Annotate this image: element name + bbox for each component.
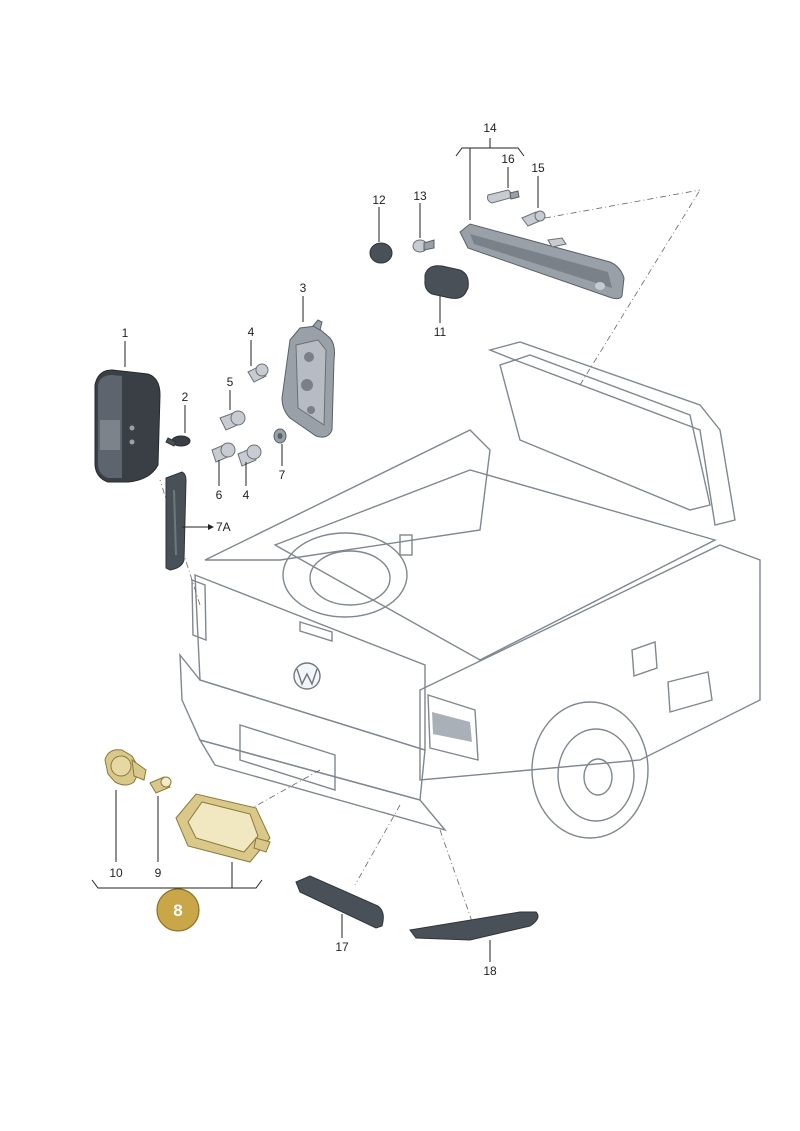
- part-4-bulb-bottom[interactable]: [237, 444, 262, 467]
- part-17-trim[interactable]: [295, 875, 384, 929]
- label-4-top: 4: [248, 325, 255, 339]
- label-13: 13: [413, 189, 427, 203]
- side-marker: [667, 671, 713, 713]
- label-2: 2: [182, 390, 189, 404]
- part-4-bulb-top[interactable]: [247, 363, 269, 383]
- label-7: 7: [279, 468, 286, 482]
- part-14-brake-light[interactable]: [459, 223, 625, 300]
- leader-lines: [91, 138, 539, 962]
- label-6: 6: [216, 488, 223, 502]
- part-1-tail-light[interactable]: [94, 369, 161, 483]
- part-7a-seal[interactable]: [165, 471, 187, 571]
- label-11: 11: [434, 325, 447, 339]
- part-16-bulb[interactable]: [487, 189, 520, 204]
- label-17: 17: [335, 940, 349, 954]
- part-18-trim[interactable]: [409, 911, 539, 941]
- label-4-bottom: 4: [243, 488, 250, 502]
- fuel-flap: [631, 641, 658, 677]
- label-1: 1: [122, 326, 129, 340]
- part-5-bulb[interactable]: [219, 410, 246, 431]
- part-3-bulb-carrier[interactable]: [281, 319, 335, 438]
- part-9-bulb[interactable]: [149, 776, 172, 794]
- spare-wheel: [282, 532, 408, 618]
- label-10: 10: [109, 866, 123, 880]
- part-2-screw[interactable]: [165, 435, 191, 447]
- license-plate-recess: [239, 724, 336, 791]
- label-18: 18: [483, 964, 497, 978]
- label-7a: 7A: [216, 520, 231, 534]
- tailgate-handle: [299, 621, 333, 642]
- vehicle-illustration: [179, 341, 761, 839]
- label-5: 5: [227, 375, 234, 389]
- part-7-nut[interactable]: [273, 428, 287, 444]
- label-14: 14: [483, 121, 497, 135]
- tail-light-left: [191, 578, 207, 642]
- label-3: 3: [300, 281, 307, 295]
- badge-label: 8: [173, 901, 182, 920]
- part-13-bolt[interactable]: [412, 239, 435, 253]
- label-9: 9: [155, 866, 162, 880]
- badge-circle: [156, 888, 200, 932]
- vw-logo: [293, 662, 321, 690]
- part-6-bulb[interactable]: [211, 442, 236, 463]
- part-11-pad[interactable]: [424, 265, 469, 299]
- tail-light-right: [427, 694, 479, 761]
- part-labels: 1 2 3 4 5 6 4 7 7A 12 13 11 14 16 15 10 …: [109, 121, 545, 978]
- badge-part-8[interactable]: 8: [156, 888, 200, 932]
- label-12: 12: [372, 193, 386, 207]
- part-15-clip[interactable]: [521, 210, 546, 227]
- tailgate: [194, 573, 426, 751]
- part-8-license-plate-light[interactable]: [175, 793, 271, 863]
- label-15: 15: [531, 161, 545, 175]
- label-16: 16: [501, 152, 515, 166]
- rear-wheel: [531, 701, 649, 839]
- part-10-socket[interactable]: [104, 749, 147, 786]
- part-12-cap[interactable]: [369, 242, 393, 264]
